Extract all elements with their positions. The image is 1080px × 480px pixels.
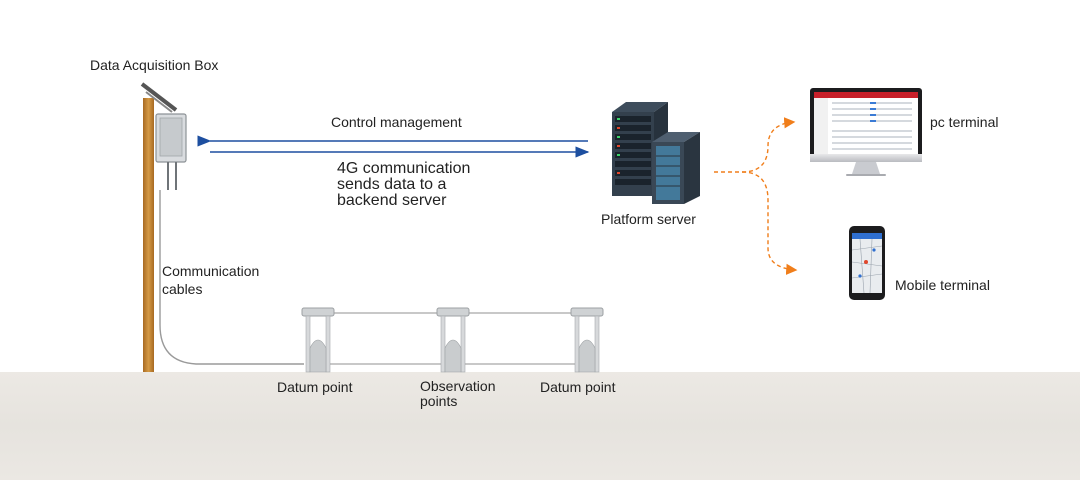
solar-panel-icon [140,82,178,113]
comm-4g-label-line3: backend server [337,192,447,209]
datum-point-right-label: Datum point [540,379,616,395]
server-to-pc-link [714,117,796,173]
observation-marker-icon [436,307,470,373]
ground [0,372,1080,480]
observation-points-label-line1: Observation [420,378,496,394]
server-rack-icon [612,102,700,204]
mobile-phone-icon [849,226,885,300]
observation-points-label-line2: points [420,393,458,409]
communication-cable [159,190,304,365]
server-to-mobile-link [741,171,798,275]
pole [143,98,154,372]
control-management-label: Control management [331,114,462,130]
datum-marker-icon [570,307,604,373]
comm-cables-label-line1: Communication [162,263,260,279]
pc-terminal-label: pc terminal [930,114,999,130]
datum-point-left-label: Datum point [277,379,353,395]
platform-server-label: Platform server [601,211,696,227]
mobile-terminal-label: Mobile terminal [895,277,990,293]
comm-cables-label-line2: cables [162,281,203,297]
acquisition-box-label: Data Acquisition Box [90,57,219,73]
pc-monitor-icon [810,88,922,176]
comm-4g-label-line1: 4G communication [337,160,471,177]
acquisition-box-icon [155,113,187,190]
comm-4g-label-line2: sends data to a [337,176,447,193]
datum-marker-icon [301,307,335,373]
